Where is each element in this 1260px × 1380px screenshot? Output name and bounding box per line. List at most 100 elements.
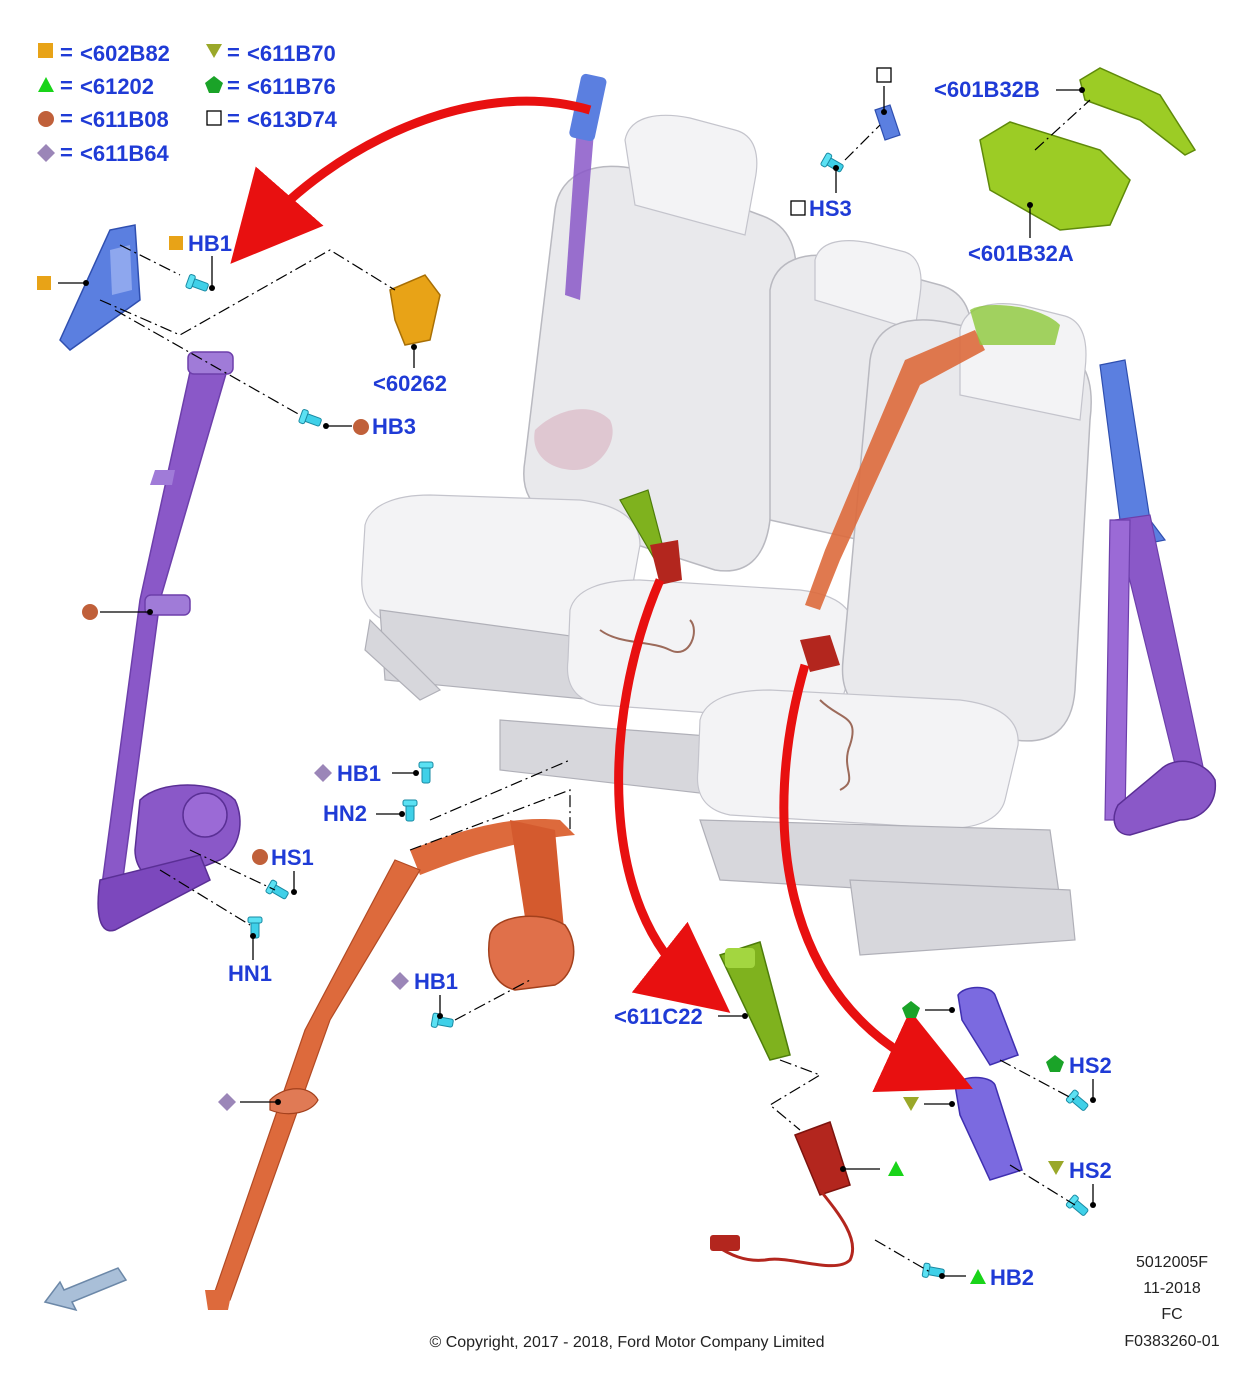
triangle-up-symbol-icon: [970, 1269, 986, 1284]
triangle-down-symbol-icon: [1048, 1161, 1064, 1175]
svg-text:=: =: [227, 73, 240, 98]
callout-hs2-b: HS2: [1048, 1158, 1112, 1208]
buckle-61202: [710, 1121, 855, 1268]
square-outline-symbol-icon: [206, 110, 222, 126]
legend: = <602B82 = <611B70 = <61202 = <611B76 =…: [37, 40, 338, 166]
callout-611b76-buckle: [902, 1001, 955, 1018]
legend-code: <613D74: [247, 107, 338, 132]
square-outline-symbol-icon: [790, 200, 806, 216]
doc-id: 5012005F: [1136, 1254, 1208, 1271]
triangle-up-symbol-icon: [888, 1161, 904, 1176]
label-hs3: HS3: [809, 196, 852, 221]
callout-61202-buckle: [840, 1161, 904, 1176]
callout-hb1-top: HB1: [169, 231, 232, 291]
label-hs2: HS2: [1069, 1158, 1112, 1183]
triangle-down-symbol-icon: [206, 44, 222, 58]
callout-hb1-mid: HB1: [314, 761, 419, 786]
legend-code: <611B76: [247, 74, 336, 99]
callout-hs3: HS3: [790, 67, 892, 221]
svg-text:=: =: [60, 40, 73, 65]
label-611c22: <611C22: [614, 1004, 703, 1029]
label-hb3: HB3: [372, 414, 416, 439]
svg-text:=: =: [227, 106, 240, 131]
centre-seat-belt-assembly: [205, 305, 1060, 1310]
legend-item-613d74: = <613D74: [206, 106, 338, 132]
cover-601b32b: [1079, 67, 1197, 156]
callout-hs2-a: HS2: [1046, 1053, 1112, 1103]
doc-region: FC: [1161, 1306, 1182, 1323]
left-seat-belt-assembly: [59, 73, 613, 932]
svg-text:=: =: [227, 40, 240, 65]
legend-code: <61202: [80, 74, 154, 99]
diamond-symbol-icon: [37, 144, 55, 162]
legend-item-611b76: = <611B76: [205, 73, 336, 99]
triangle-down-symbol-icon: [903, 1097, 919, 1111]
circle-symbol-icon: [82, 604, 98, 620]
label-hb1: HB1: [414, 969, 458, 994]
callout-hb2: HB2: [939, 1265, 1034, 1290]
legend-code: <611B70: [247, 41, 336, 66]
legend-code: <611B08: [80, 107, 169, 132]
callout-hb3: HB3: [323, 414, 416, 439]
bracket-613d74: [874, 104, 901, 141]
label-hb1: HB1: [188, 231, 232, 256]
legend-code: <611B64: [80, 141, 169, 166]
doc-date: 11-2018: [1143, 1280, 1201, 1297]
square-symbol-icon: [37, 276, 51, 290]
label-hb2: HB2: [990, 1265, 1034, 1290]
diamond-symbol-icon: [218, 1093, 236, 1111]
triangle-up-symbol-icon: [38, 77, 54, 92]
figure-id: F0383260-01: [1124, 1333, 1219, 1350]
label-hn1: HN1: [228, 961, 272, 986]
red-arrows: [230, 96, 973, 1092]
pentagon-symbol-icon: [1046, 1055, 1064, 1072]
callout-611c22: <611C22: [614, 1004, 748, 1029]
callout-hs1: HS1: [252, 845, 314, 895]
footer: 5012005F 11-2018 FC F0383260-01 © Copyri…: [429, 1254, 1219, 1351]
label-601b32a: <601B32A: [968, 241, 1074, 266]
seat-assembly: [361, 114, 1092, 956]
square-symbol-icon: [169, 236, 183, 250]
circle-symbol-icon: [252, 849, 268, 865]
callout-611b70-buckle: [903, 1097, 955, 1111]
svg-text:=: =: [60, 73, 73, 98]
circle-symbol-icon: [353, 419, 369, 435]
cover-601b32a: [979, 121, 1131, 231]
diamond-symbol-icon: [391, 972, 409, 990]
buckle-611b70: [954, 1076, 1023, 1181]
callout-hn1: HN1: [228, 933, 272, 986]
legend-item-611b70: = <611B70: [206, 40, 336, 66]
square-symbol-icon: [38, 43, 53, 58]
callout-602b82-anchor: [37, 276, 89, 290]
label-hn2: HN2: [323, 801, 367, 826]
diamond-symbol-icon: [314, 764, 332, 782]
pentagon-symbol-icon: [902, 1001, 920, 1018]
legend-item-611b64: = <611B64: [37, 140, 169, 166]
buckle-611c22: [718, 941, 791, 1061]
legend-item-61202: = <61202: [38, 73, 154, 99]
callout-60262: <60262: [373, 344, 447, 396]
centre-buckle-upper: [619, 489, 682, 585]
assembly-lines: [99, 99, 1091, 1273]
label-hs2: HS2: [1069, 1053, 1112, 1078]
callout-hn2: HN2: [323, 801, 405, 826]
pentagon-symbol-icon: [205, 76, 223, 93]
legend-item-611b08: = <611B08: [38, 106, 169, 132]
right-seat-belt-assembly: [1099, 359, 1216, 836]
svg-text:=: =: [60, 106, 73, 131]
cover-60262: [389, 274, 441, 346]
buckle-611b76: [957, 986, 1019, 1066]
label-601b32b: <601B32B: [934, 77, 1040, 102]
callout-601b32b: <601B32B: [934, 77, 1085, 102]
label-hb1: HB1: [337, 761, 381, 786]
orientation-arrow-icon: [43, 1267, 128, 1312]
label-60262: <60262: [373, 371, 447, 396]
copyright-notice: © Copyright, 2017 - 2018, Ford Motor Com…: [429, 1334, 824, 1351]
legend-item-602b82: = <602B82: [38, 40, 170, 66]
svg-text:=: =: [60, 140, 73, 165]
legend-code: <602B82: [80, 41, 170, 66]
circle-symbol-icon: [38, 111, 54, 127]
callout-611b64-tongue: [218, 1093, 281, 1111]
callouts: HB1 <60262 HB3 HS3 <601B32B: [37, 67, 1112, 1290]
